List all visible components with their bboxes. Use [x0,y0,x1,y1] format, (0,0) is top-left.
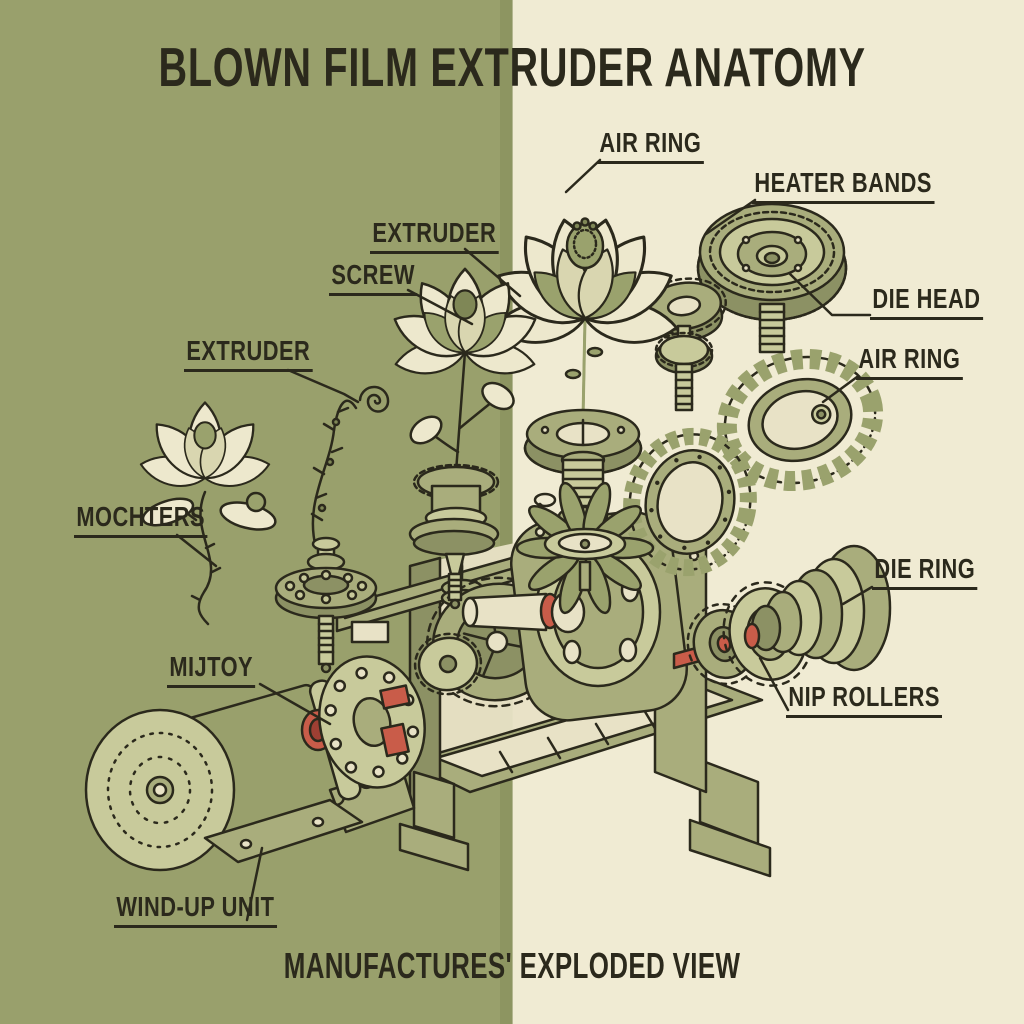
poster-title: BLOWN FILM EXTRUDER ANATOMY [0,40,1024,95]
thorny-stem-spiral [310,385,390,550]
label-text: DIE HEAD [872,283,981,314]
label-die-ring: DIE RING [872,553,978,591]
threaded-stud [758,302,786,354]
label-text: AIR RING [599,127,702,158]
leaf-fringed-ring-small [623,427,757,577]
label-screw: SCREW [329,259,418,297]
label-air-ring-right: AIR RING [856,343,963,381]
label-text: NIP ROLLERS [788,681,940,712]
label-wind-up-unit: WIND-UP UNIT [114,891,277,929]
label-text: SCREW [331,259,415,290]
label-text: MIJTOY [169,651,254,682]
poster-caption: MANUFACTURES' EXPLODED VIEW [0,948,1024,984]
bolted-flange-disc [274,536,378,674]
label-heater-bands: HEATER BANDS [752,167,935,205]
label-text: MOCHTERS [76,501,206,532]
leader-lines [175,158,874,922]
label-text: EXTRUDER [186,335,311,366]
label-extruder-center: EXTRUDER [370,217,499,255]
label-text: DIE RING [874,553,976,584]
lotus-flower-air-ring [488,214,682,618]
label-text: AIR RING [858,343,961,374]
poster-title-text: BLOWN FILM EXTRUDER ANATOMY [158,36,866,98]
label-text: WIND-UP UNIT [116,891,275,922]
label-mijtoy: MIJTOY [167,651,256,689]
idler-gear [413,632,483,696]
rose-flower [136,401,277,626]
poster-caption-text: MANUFACTURES' EXPLODED VIEW [283,945,741,986]
tall-rose-in-gear-vase [386,267,544,610]
label-air-ring-top: AIR RING [597,127,704,165]
leaf-rosette-base [515,478,655,618]
label-die-head: DIE HEAD [870,283,983,321]
label-extruder-left: EXTRUDER [184,335,313,373]
label-nip-rollers: NIP ROLLERS [786,681,943,719]
label-text: HEATER BANDS [754,167,932,198]
gear-ring [523,408,643,476]
coupling-flanges [300,655,426,789]
label-text: EXTRUDER [372,217,497,248]
knurled-heater-band-wheel [696,202,848,354]
label-mochters: MOCHTERS [74,501,208,539]
die-ring-cone-stack [743,544,892,672]
